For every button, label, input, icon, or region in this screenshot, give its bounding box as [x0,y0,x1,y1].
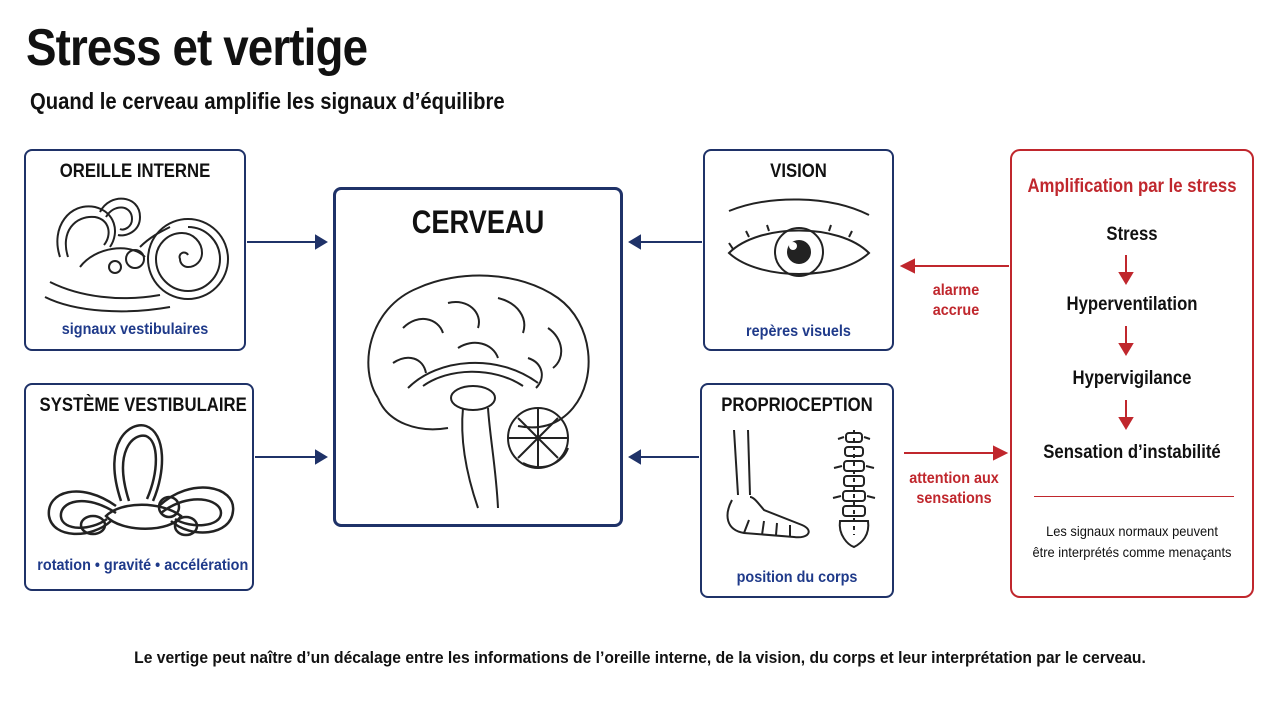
stress-note: Les signaux normaux peuvent être interpr… [1022,521,1243,563]
semicircular-canals-icon [47,424,235,537]
alarm-label-line-2: accrue [932,302,980,319]
arrowhead-inner-ear [315,234,328,250]
chain-arrowhead-1 [1118,272,1134,285]
page-subtitle: Quand le cerveau amplifie les signaux d’… [30,88,505,114]
arrowhead-vestibular [315,449,328,465]
vestibular-box: SYSTÈME VESTIBULAIRE rotation • gravité … [24,383,254,591]
eye-icon [727,198,871,277]
inner-ear-caption: signaux vestibulaires [61,321,209,338]
chain-item-hyperventilation: Hyperventilation [1066,294,1198,315]
stress-heading: Amplification par le stress [1027,176,1237,197]
vision-box: VISION repères visuels [703,149,894,351]
chain-item-hypervigilance: Hypervigilance [1072,368,1192,389]
chain-arrows [1118,255,1134,430]
brain-box: CERVEAU [333,187,623,527]
inner-ear-title: OREILLE INTERNE [59,161,211,182]
vestibular-caption: rotation • gravité • accélération [37,557,249,574]
arrowhead-vision [628,234,641,250]
stress-note-line-1: Les signaux normaux peuvent [1046,523,1218,539]
attention-label: attention aux sensations [907,469,1001,509]
vestibular-title: SYSTÈME VESTIBULAIRE [39,395,247,416]
brain-icon [367,274,590,509]
chain-item-stress: Stress [1106,224,1158,245]
attention-label-line-1: attention aux [909,470,999,487]
alarm-label-line-1: alarme [932,282,980,299]
proprioception-box: PROPRIOCEPTION position du corps [700,383,894,598]
chain-arrowhead-3 [1118,417,1134,430]
brain-title: CERVEAU [411,204,545,240]
inner-ear-icon [44,197,229,313]
proprioception-caption: position du corps [736,569,858,586]
arrowhead-proprioception [628,449,641,465]
proprioception-title: PROPRIOCEPTION [721,395,873,416]
vision-caption: repères visuels [746,323,851,340]
alarm-label: alarme accrue [920,281,992,321]
chain-arrowhead-2 [1118,343,1134,356]
stress-divider [1034,496,1234,497]
arrowhead-stress-proprioception [993,445,1009,461]
page-title: Stress et vertige [26,19,368,77]
footer-caption: Le vertige peut naître d’un décalage ent… [134,648,1146,667]
chain-item-instability: Sensation d’instabilité [1043,442,1221,463]
attention-label-line-2: sensations [916,490,992,507]
arrowhead-stress-vision [899,258,915,274]
inner-ear-box: OREILLE INTERNE signaux vestibulaires [24,149,246,351]
vision-title: VISION [770,161,827,182]
stress-amplification-box: Amplification par le stress Stress Hyper… [1010,149,1254,598]
foot-spine-icon [726,429,876,549]
stress-note-line-2: être interprétés comme menaçants [1032,544,1232,560]
